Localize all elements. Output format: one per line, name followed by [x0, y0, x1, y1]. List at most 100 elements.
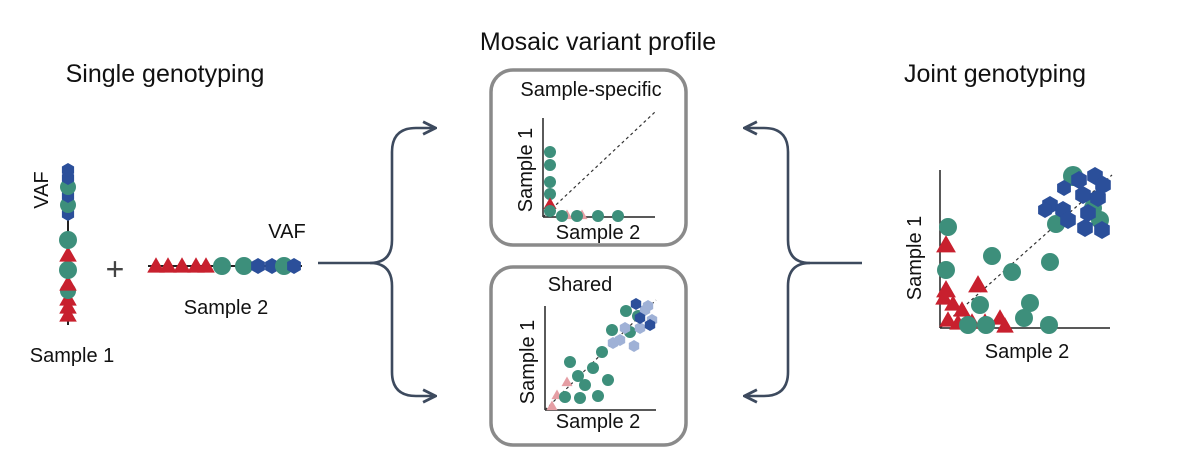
teal-circle-marker — [1040, 316, 1058, 334]
teal-circle-marker — [213, 257, 231, 275]
shared-ylabel: Sample 1 — [517, 320, 539, 405]
teal-circle-marker — [59, 261, 77, 279]
sample2-vaf-markers — [147, 257, 301, 275]
red-triangle-marker — [59, 246, 77, 262]
joint-genotyping-panel: Sample 1 Sample 2 — [904, 166, 1113, 363]
teal-circle-marker — [587, 362, 599, 374]
teal-circle-marker — [620, 305, 632, 317]
teal-circle-marker — [959, 316, 977, 334]
left-arrow-down — [369, 261, 394, 287]
right-arrow-down-tail — [746, 286, 790, 396]
red-triangle-marker — [936, 280, 956, 298]
teal-circle-marker — [1015, 309, 1033, 327]
light-blue-hexagon-marker — [614, 334, 626, 346]
red-triangle-marker — [59, 275, 77, 291]
left-arrow-down-tail — [390, 286, 434, 396]
specific-markers — [543, 146, 624, 222]
teal-circle-marker — [983, 247, 1001, 265]
blue-hexagon-marker — [1038, 202, 1052, 218]
sample1-label: Sample 1 — [30, 345, 115, 367]
red-triangle-marker — [59, 298, 77, 314]
red-triangle-marker — [935, 289, 953, 305]
teal-circle-marker — [571, 210, 583, 222]
teal-circle-marker — [939, 218, 957, 236]
teal-circle-marker — [564, 356, 576, 368]
teal-circle-marker — [1041, 253, 1059, 271]
sample1-vaf-label: VAF — [31, 171, 53, 208]
joint-genotyping-title: Joint genotyping — [904, 60, 1086, 88]
left-bracket-arrows — [318, 128, 434, 396]
teal-circle-marker — [60, 179, 76, 195]
single-genotyping-panel: VAF Sample 1 + VAF Sample 2 — [30, 163, 306, 367]
sample-specific-box — [489, 68, 688, 247]
shared-panel: Shared Sample 1 Sample 2 — [489, 265, 688, 447]
blue-hexagon-marker — [1075, 186, 1091, 204]
red-triangle-marker — [197, 257, 215, 273]
light-blue-hexagon-marker — [639, 304, 651, 316]
teal-circle-marker — [556, 210, 568, 222]
joint-markers — [935, 166, 1111, 334]
blue-hexagon-marker — [644, 319, 656, 331]
red-triangle-marker — [968, 275, 988, 293]
right-bracket-stem — [786, 239, 862, 265]
teal-circle-marker — [574, 392, 586, 404]
blue-hexagon-marker — [1090, 189, 1106, 207]
red-triangle-marker — [953, 301, 971, 317]
right-bracket-arrows — [746, 128, 862, 396]
light-red-triangle-marker — [561, 376, 573, 387]
teal-circle-marker — [235, 257, 253, 275]
blue-hexagon-marker — [1071, 171, 1087, 189]
teal-circle-marker — [971, 296, 989, 314]
shared-markers — [546, 298, 658, 411]
teal-circle-marker — [1003, 263, 1021, 281]
blue-hexagon-marker — [1060, 211, 1076, 229]
teal-circle-marker — [592, 210, 604, 222]
joint-ylabel: Sample 1 — [904, 216, 926, 301]
red-triangle-marker — [939, 311, 957, 327]
left-bracket-stem — [318, 239, 394, 265]
teal-circle-marker — [937, 261, 955, 279]
blue-hexagon-marker — [630, 298, 642, 310]
red-triangle-marker — [159, 257, 177, 273]
sample2-vaf-label: VAF — [268, 221, 305, 243]
blue-hexagon-marker — [1057, 180, 1071, 196]
blue-hexagon-marker — [287, 258, 301, 274]
plus-sign: + — [106, 251, 125, 287]
single-genotyping-title: Single genotyping — [66, 60, 265, 88]
teal-circle-marker — [59, 231, 77, 249]
specific-diagonal — [542, 111, 656, 218]
shared-xlabel: Sample 2 — [556, 411, 641, 433]
red-triangle-marker — [944, 295, 962, 311]
teal-circle-marker — [572, 370, 584, 382]
light-blue-hexagon-marker — [619, 322, 631, 334]
sample-specific-panel: Sample-specific Sample 1 Sample 2 — [489, 68, 688, 247]
red-triangle-marker — [936, 235, 956, 253]
teal-circle-marker — [596, 346, 608, 358]
light-red-triangle-marker — [546, 400, 558, 411]
teal-circle-marker — [544, 188, 556, 200]
red-triangle-marker — [173, 257, 191, 273]
light-blue-hexagon-marker — [634, 322, 646, 334]
sample1-vaf-markers — [59, 163, 77, 322]
teal-circle-marker — [606, 324, 618, 336]
red-triangle-marker — [59, 306, 77, 322]
red-triangle-marker — [996, 317, 1014, 333]
mosaic-profile-title: Mosaic variant profile — [480, 28, 716, 56]
right-arrow-down — [786, 261, 811, 287]
teal-circle-marker — [602, 374, 614, 386]
joint-diagonal — [939, 174, 1113, 329]
sample2-label: Sample 2 — [184, 297, 269, 319]
blue-hexagon-marker — [1080, 204, 1096, 222]
shared-title: Shared — [548, 274, 613, 296]
left-arrow-up — [390, 128, 434, 240]
specific-xlabel: Sample 2 — [556, 222, 641, 244]
red-triangle-marker — [147, 257, 165, 273]
teal-circle-marker — [60, 197, 76, 213]
light-blue-hexagon-marker — [628, 340, 640, 352]
teal-circle-marker — [544, 176, 556, 188]
teal-circle-marker — [592, 390, 604, 402]
blue-hexagon-marker — [61, 163, 75, 177]
blue-hexagon-marker — [265, 258, 279, 274]
joint-xlabel: Sample 2 — [985, 341, 1070, 363]
